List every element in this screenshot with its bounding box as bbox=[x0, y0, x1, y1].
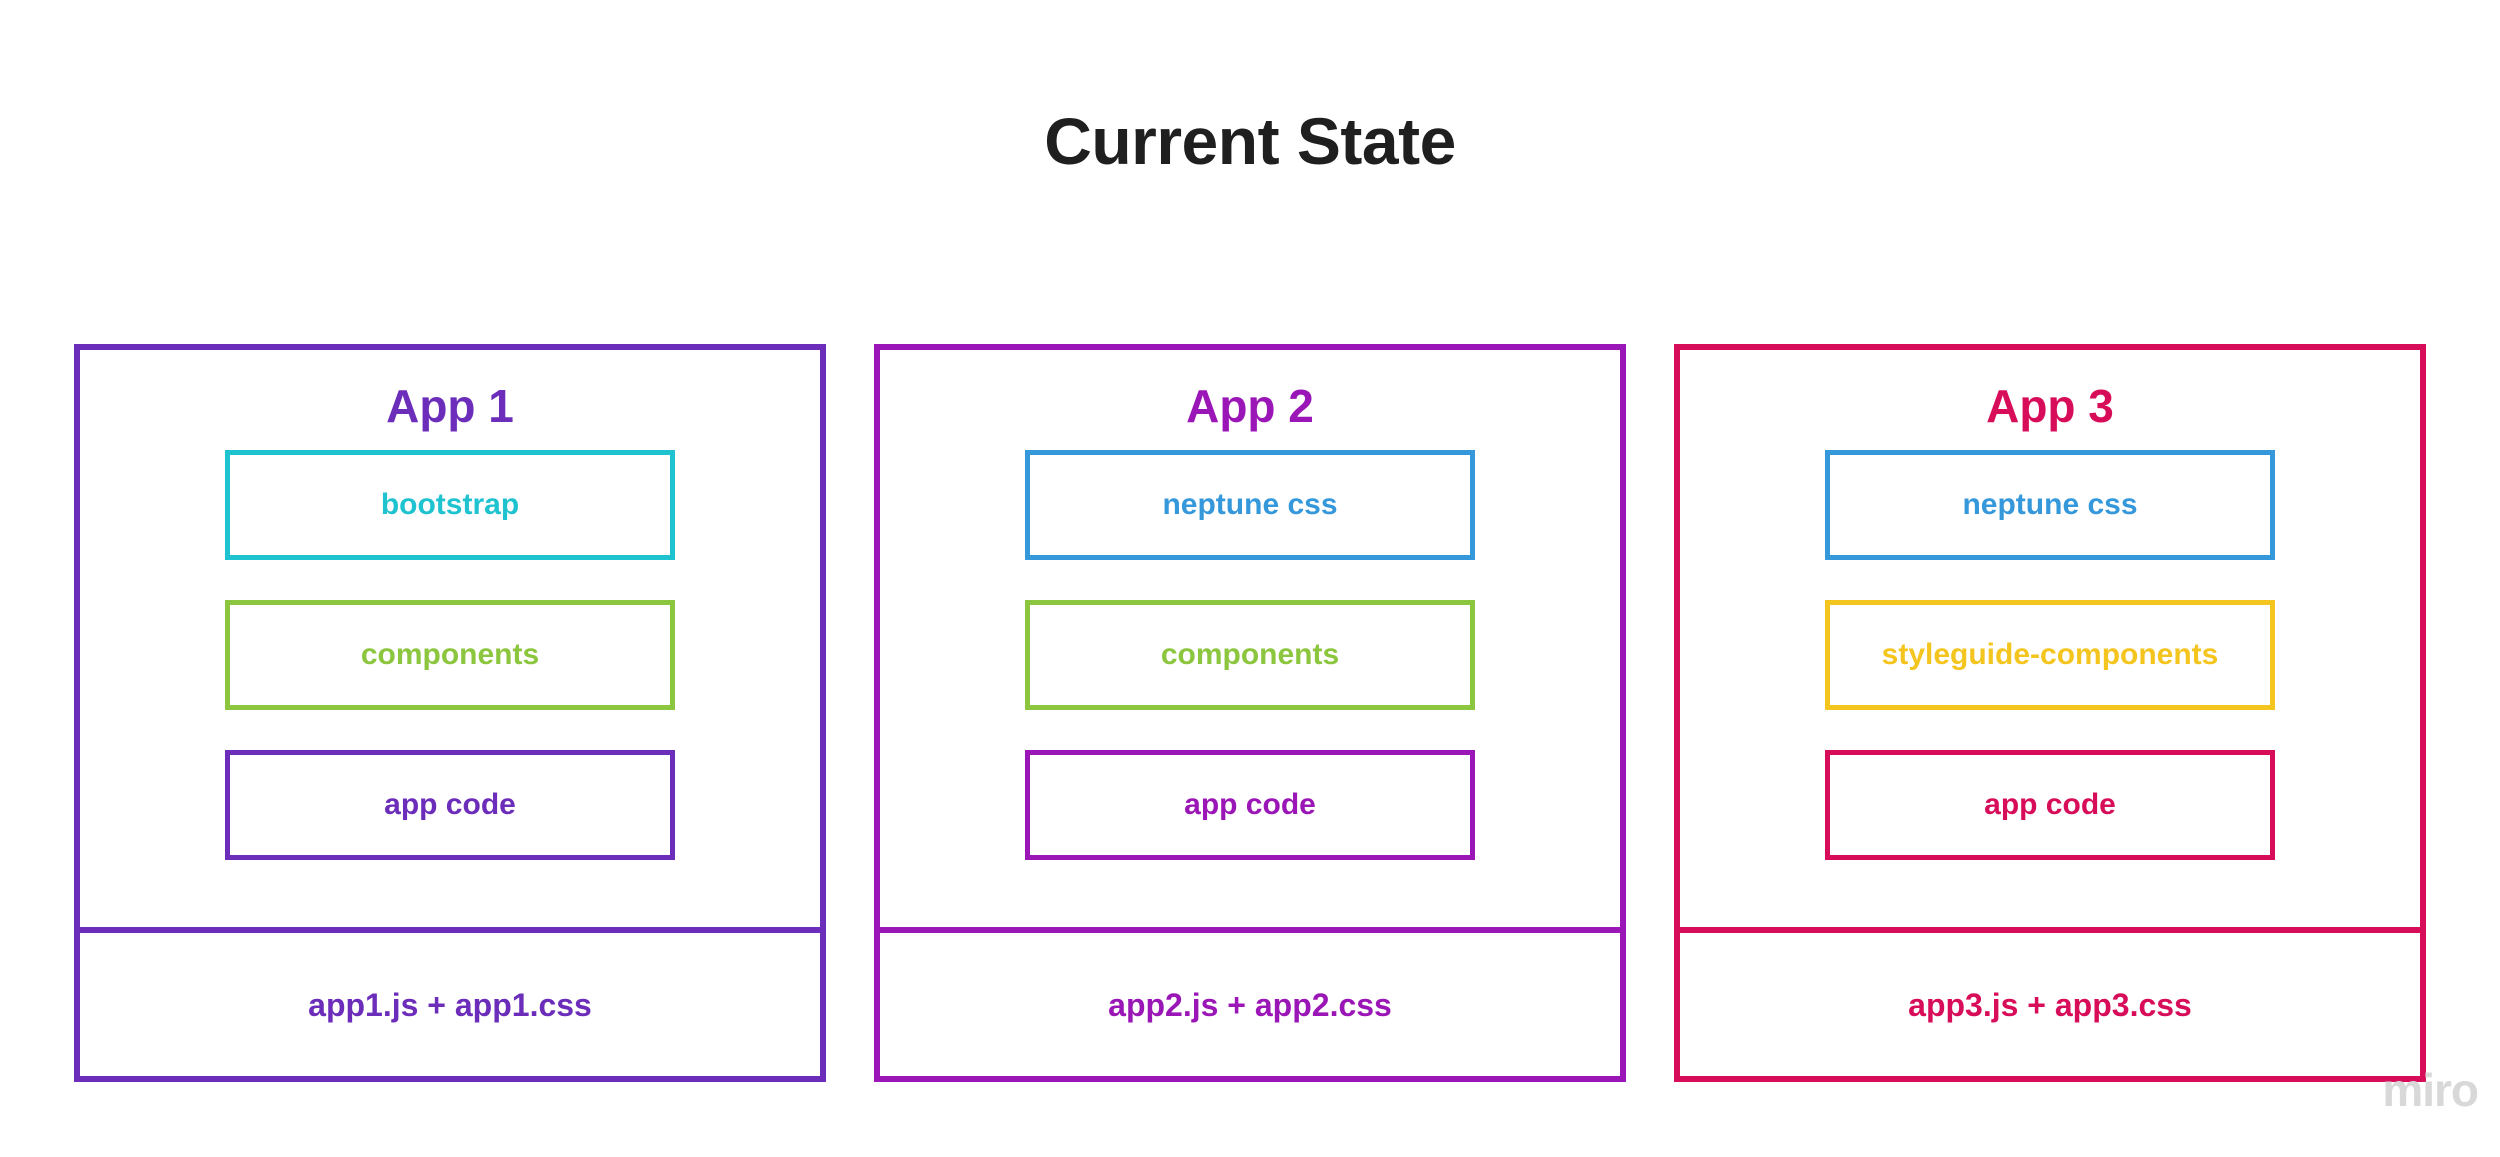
layer-label: neptune css bbox=[1162, 488, 1338, 521]
app-panel-row: App 1 bootstrap components app code app1… bbox=[74, 344, 2426, 1082]
app-panel-1-heading: App 1 bbox=[386, 380, 514, 432]
app-panel-3-heading: App 3 bbox=[1986, 380, 2114, 432]
app-panel-2-body: App 2 neptune css components app code bbox=[880, 350, 1620, 927]
page-title: Current State bbox=[1044, 104, 1456, 178]
app-panel-3-layers: neptune css styleguide-components app co… bbox=[1680, 450, 2420, 860]
layer-box-app-code[interactable]: app code bbox=[1825, 750, 2275, 860]
layer-box-neptune-css[interactable]: neptune css bbox=[1825, 450, 2275, 560]
app-panel-1-body: App 1 bootstrap components app code bbox=[80, 350, 820, 927]
layer-box-app-code[interactable]: app code bbox=[225, 750, 675, 860]
layer-box-bootstrap[interactable]: bootstrap bbox=[225, 450, 675, 560]
layer-label: styleguide-components bbox=[1881, 638, 2219, 671]
app-panel-2-footer: app2.js + app2.css bbox=[880, 927, 1620, 1076]
layer-label: bootstrap bbox=[380, 488, 520, 521]
app-panel-3[interactable]: App 3 neptune css styleguide-components … bbox=[1674, 344, 2426, 1082]
app-panel-1-output-label: app1.js + app1.css bbox=[308, 986, 592, 1023]
layer-label: components bbox=[360, 638, 540, 671]
app-panel-2-layers: neptune css components app code bbox=[880, 450, 1620, 860]
app-panel-2-heading: App 2 bbox=[1186, 380, 1314, 432]
app-panel-1-layers: bootstrap components app code bbox=[80, 450, 820, 860]
layer-label: neptune css bbox=[1962, 488, 2138, 521]
layer-label: components bbox=[1160, 638, 1340, 671]
app-panel-2[interactable]: App 2 neptune css components app code ap… bbox=[874, 344, 1626, 1082]
layer-box-styleguide-components[interactable]: styleguide-components bbox=[1825, 600, 2275, 710]
layer-label: app code bbox=[1184, 788, 1316, 821]
app-panel-1[interactable]: App 1 bootstrap components app code app1… bbox=[74, 344, 826, 1082]
app-panel-2-output-label: app2.js + app2.css bbox=[1108, 986, 1392, 1023]
app-panel-3-output-label: app3.js + app3.css bbox=[1908, 986, 2192, 1023]
miro-watermark: miro bbox=[2382, 1064, 2479, 1116]
app-panel-3-body: App 3 neptune css styleguide-components … bbox=[1680, 350, 2420, 927]
layer-box-neptune-css[interactable]: neptune css bbox=[1025, 450, 1475, 560]
app-panel-1-footer: app1.js + app1.css bbox=[80, 927, 820, 1076]
layer-box-app-code[interactable]: app code bbox=[1025, 750, 1475, 860]
layer-label: app code bbox=[384, 788, 516, 821]
app-panel-3-footer: app3.js + app3.css bbox=[1680, 927, 2420, 1076]
layer-label: app code bbox=[1984, 788, 2116, 821]
layer-box-components[interactable]: components bbox=[225, 600, 675, 710]
layer-box-components[interactable]: components bbox=[1025, 600, 1475, 710]
